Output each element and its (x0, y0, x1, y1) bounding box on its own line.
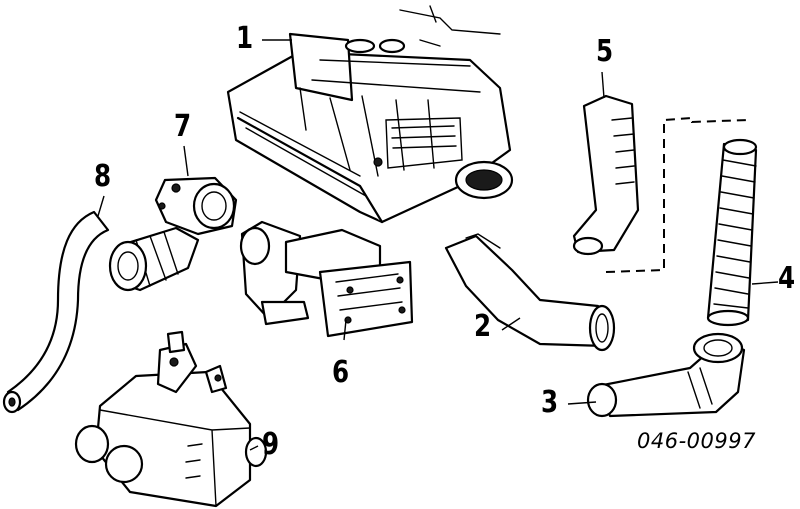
callout-1: 1 (236, 21, 254, 56)
callout-9: 9 (262, 427, 280, 462)
intake-tube-bent (444, 233, 616, 352)
catalog-number: 046-00997 (637, 429, 756, 453)
leader-lines (97, 39, 779, 451)
callout-7: 7 (174, 109, 192, 144)
air-cleaner-box (226, 5, 514, 224)
callout-4: 4 (778, 261, 796, 296)
callout-5: 5 (596, 34, 614, 69)
callout-6: 6 (332, 355, 350, 390)
corrugated-hose (706, 138, 758, 327)
intake-elbow-tube (586, 332, 746, 418)
breather-hose (2, 210, 110, 414)
callout-2: 2 (474, 309, 492, 344)
air-flow-meter (239, 220, 414, 338)
callout-8: 8 (94, 159, 112, 194)
resonator-duct (572, 94, 749, 273)
intake-boot (108, 176, 238, 292)
throttle-body (74, 330, 268, 508)
callout-3: 3 (541, 385, 559, 420)
